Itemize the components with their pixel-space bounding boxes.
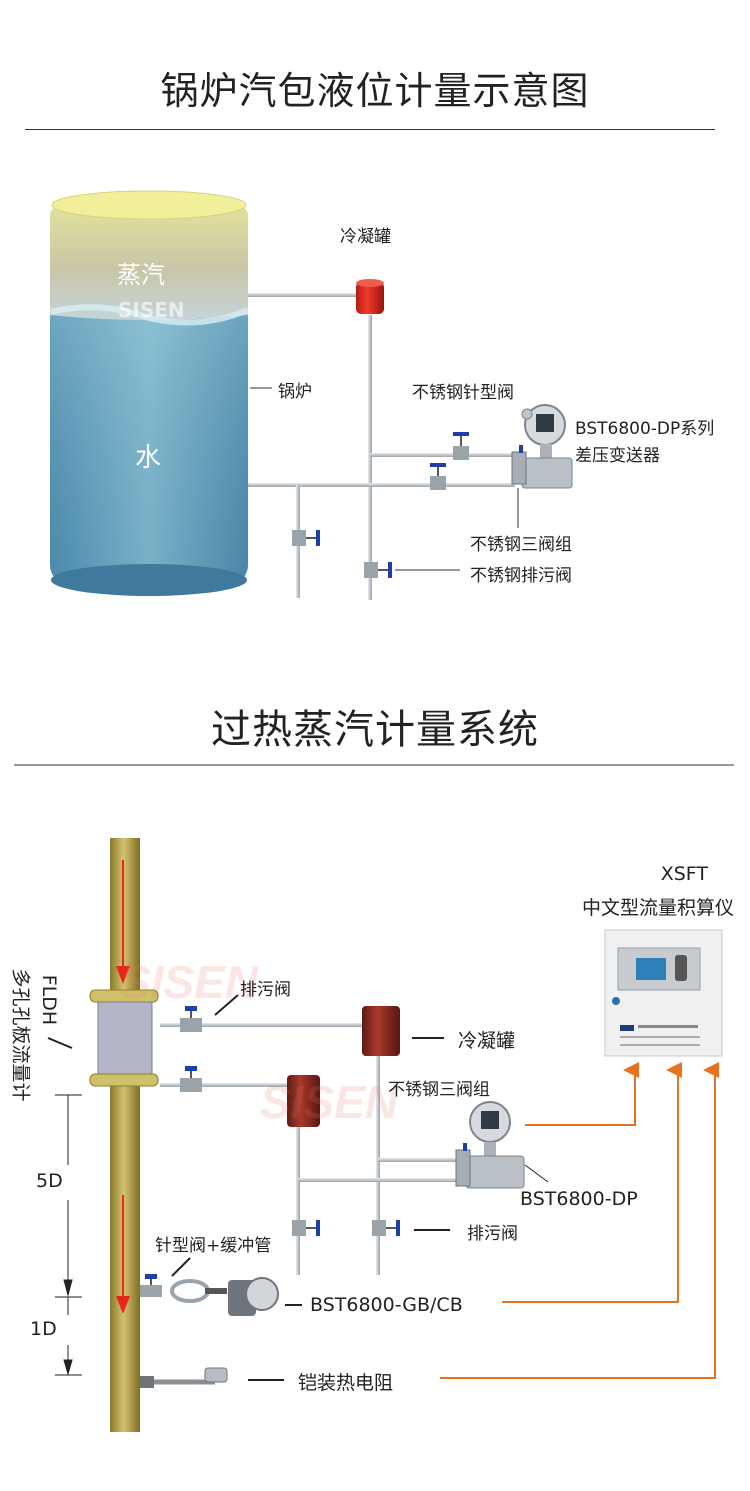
flow-arrow-upper <box>116 860 130 984</box>
flow-totalizer-cabinet <box>604 929 723 1057</box>
flowmeter-name-label: 多孔孔板流量计 <box>9 968 32 1102</box>
needle-valve-buffer-label: 针型阀+缓冲管 <box>155 1236 272 1256</box>
watermark-logo-2: SISEN <box>120 956 259 1008</box>
watermark-logo-1: SISEN <box>118 298 185 322</box>
transmitter-label-line1: BST6800-DP系列 <box>575 419 715 439</box>
pressure-transmitter-label: BST6800-GB/CB <box>310 1294 463 1316</box>
section1-divider <box>25 129 715 130</box>
condenser-tank-upper <box>362 1006 400 1056</box>
drain-valve-right <box>364 562 392 578</box>
flow-arrow-lower <box>116 1195 130 1314</box>
steam-label: 蒸汽 <box>117 261 165 289</box>
dimension-lines <box>55 1094 82 1376</box>
manifold-label: 不锈钢三阀组 <box>470 535 572 555</box>
transmitter-label-line2: 差压变送器 <box>575 446 660 466</box>
condenser-tank-red <box>356 279 384 314</box>
condenser-label: 冷凝罐 <box>340 227 391 247</box>
main-steam-pipe <box>110 838 140 1432</box>
drain-valve-top <box>180 1006 202 1032</box>
dp-transmitter-leader <box>524 1164 549 1183</box>
water-label: 水 <box>135 443 162 473</box>
dimension-5d-label: 5D <box>36 1170 63 1192</box>
dimension-1d-label: 1D <box>30 1318 57 1340</box>
flowmeter-leader-line <box>47 1037 73 1049</box>
drain-valve-top-label: 排污阀 <box>240 980 291 1000</box>
flowmeter-code-label: FLDH <box>38 974 60 1026</box>
totalizer-name-label: 中文型流量积算仪 <box>581 897 734 919</box>
orifice-flowmeter <box>89 989 159 1087</box>
section2-title: 过热蒸汽计量系统 <box>211 707 539 753</box>
dp-transmitter-2 <box>455 1101 525 1189</box>
dp-transmitter <box>511 404 573 489</box>
armored-rtd <box>140 1367 228 1388</box>
drain-valve-right-2 <box>372 1220 400 1236</box>
totalizer-code-label: XSFT <box>660 863 708 885</box>
valve-lower <box>430 463 446 490</box>
section1-title: 锅炉汽包液位计量示意图 <box>160 69 590 113</box>
rtd-label: 铠装热电阻 <box>298 1372 394 1394</box>
needle-valve-buffer-tube <box>140 1274 227 1303</box>
condenser-label-2: 冷凝罐 <box>458 1030 516 1052</box>
boiler-label: 锅炉 <box>278 382 312 402</box>
drain-valve-left <box>292 530 320 546</box>
needle-valve-label: 不锈钢针型阀 <box>412 383 514 403</box>
drain-valve-left-2 <box>292 1220 320 1236</box>
condenser-tank-lower <box>287 1075 320 1127</box>
drain-valve-top-leader <box>214 994 239 1016</box>
signal-lines <box>440 1062 719 1379</box>
section2-pipes <box>160 1023 460 1275</box>
valve-lower-tap <box>180 1066 202 1092</box>
watermark-logo-3: SISEN <box>260 1076 399 1128</box>
dp-transmitter-label: BST6800-DP <box>520 1188 638 1210</box>
needle-valve <box>453 432 469 460</box>
boiler-tank <box>49 190 250 596</box>
drain-valve-label-2: 排污阀 <box>467 1224 518 1244</box>
pressure-transmitter <box>228 1277 279 1316</box>
needle-valve-leader <box>171 1257 191 1277</box>
manifold-label-2: 不锈钢三阀组 <box>388 1080 490 1100</box>
drain-valve-label: 不锈钢排污阀 <box>470 566 572 586</box>
